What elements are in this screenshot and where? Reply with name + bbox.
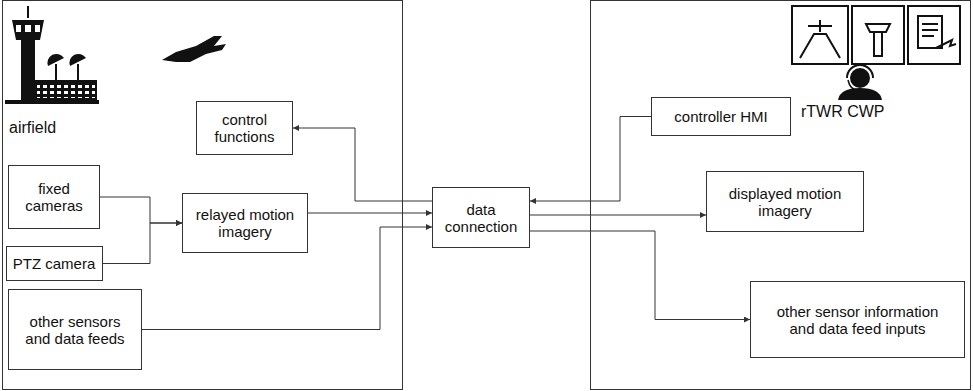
cwp-icon	[792, 6, 960, 64]
connector-arrow	[100, 197, 182, 223]
box-label: control functions	[204, 111, 286, 145]
box-label: controller HMI	[674, 108, 767, 125]
process-box: displayed motion imagery	[706, 171, 864, 232]
box-label: fixed cameras	[18, 180, 90, 214]
connector-arrow	[293, 128, 432, 201]
box-label: other sensor information and data feed i…	[765, 303, 950, 337]
process-box: fixed cameras	[8, 165, 100, 229]
connector-arrow	[530, 231, 750, 320]
box-label: relayed motion imagery	[189, 206, 301, 240]
process-box: PTZ camera	[6, 246, 103, 281]
airfield-icon	[5, 6, 99, 104]
site-panel: rTWR CWP controller HMI displayed motion i…	[590, 0, 971, 390]
box-label: data connection	[440, 201, 522, 235]
connector-arrow	[530, 215, 706, 216]
connector-arrow	[103, 223, 183, 264]
connector-arrow	[308, 213, 432, 214]
site-label: rTWR CWP	[801, 103, 885, 121]
controller-person-icon	[838, 65, 882, 100]
site-panel: airfield control functions fixed cameras re…	[2, 0, 403, 390]
process-box: relayed motion imagery	[182, 193, 308, 253]
jet-icon	[162, 36, 226, 62]
process-box: controller HMI	[651, 97, 791, 136]
box-label: other sensors and data feeds	[23, 313, 127, 347]
process-box: other sensors and data feeds	[8, 289, 142, 370]
process-box: data connection	[432, 187, 530, 248]
site-label: airfield	[9, 119, 56, 137]
process-box: other sensor information and data feed i…	[750, 281, 965, 358]
box-label: displayed motion imagery	[715, 185, 855, 219]
box-label: PTZ camera	[13, 255, 96, 272]
process-box: control functions	[196, 101, 293, 155]
